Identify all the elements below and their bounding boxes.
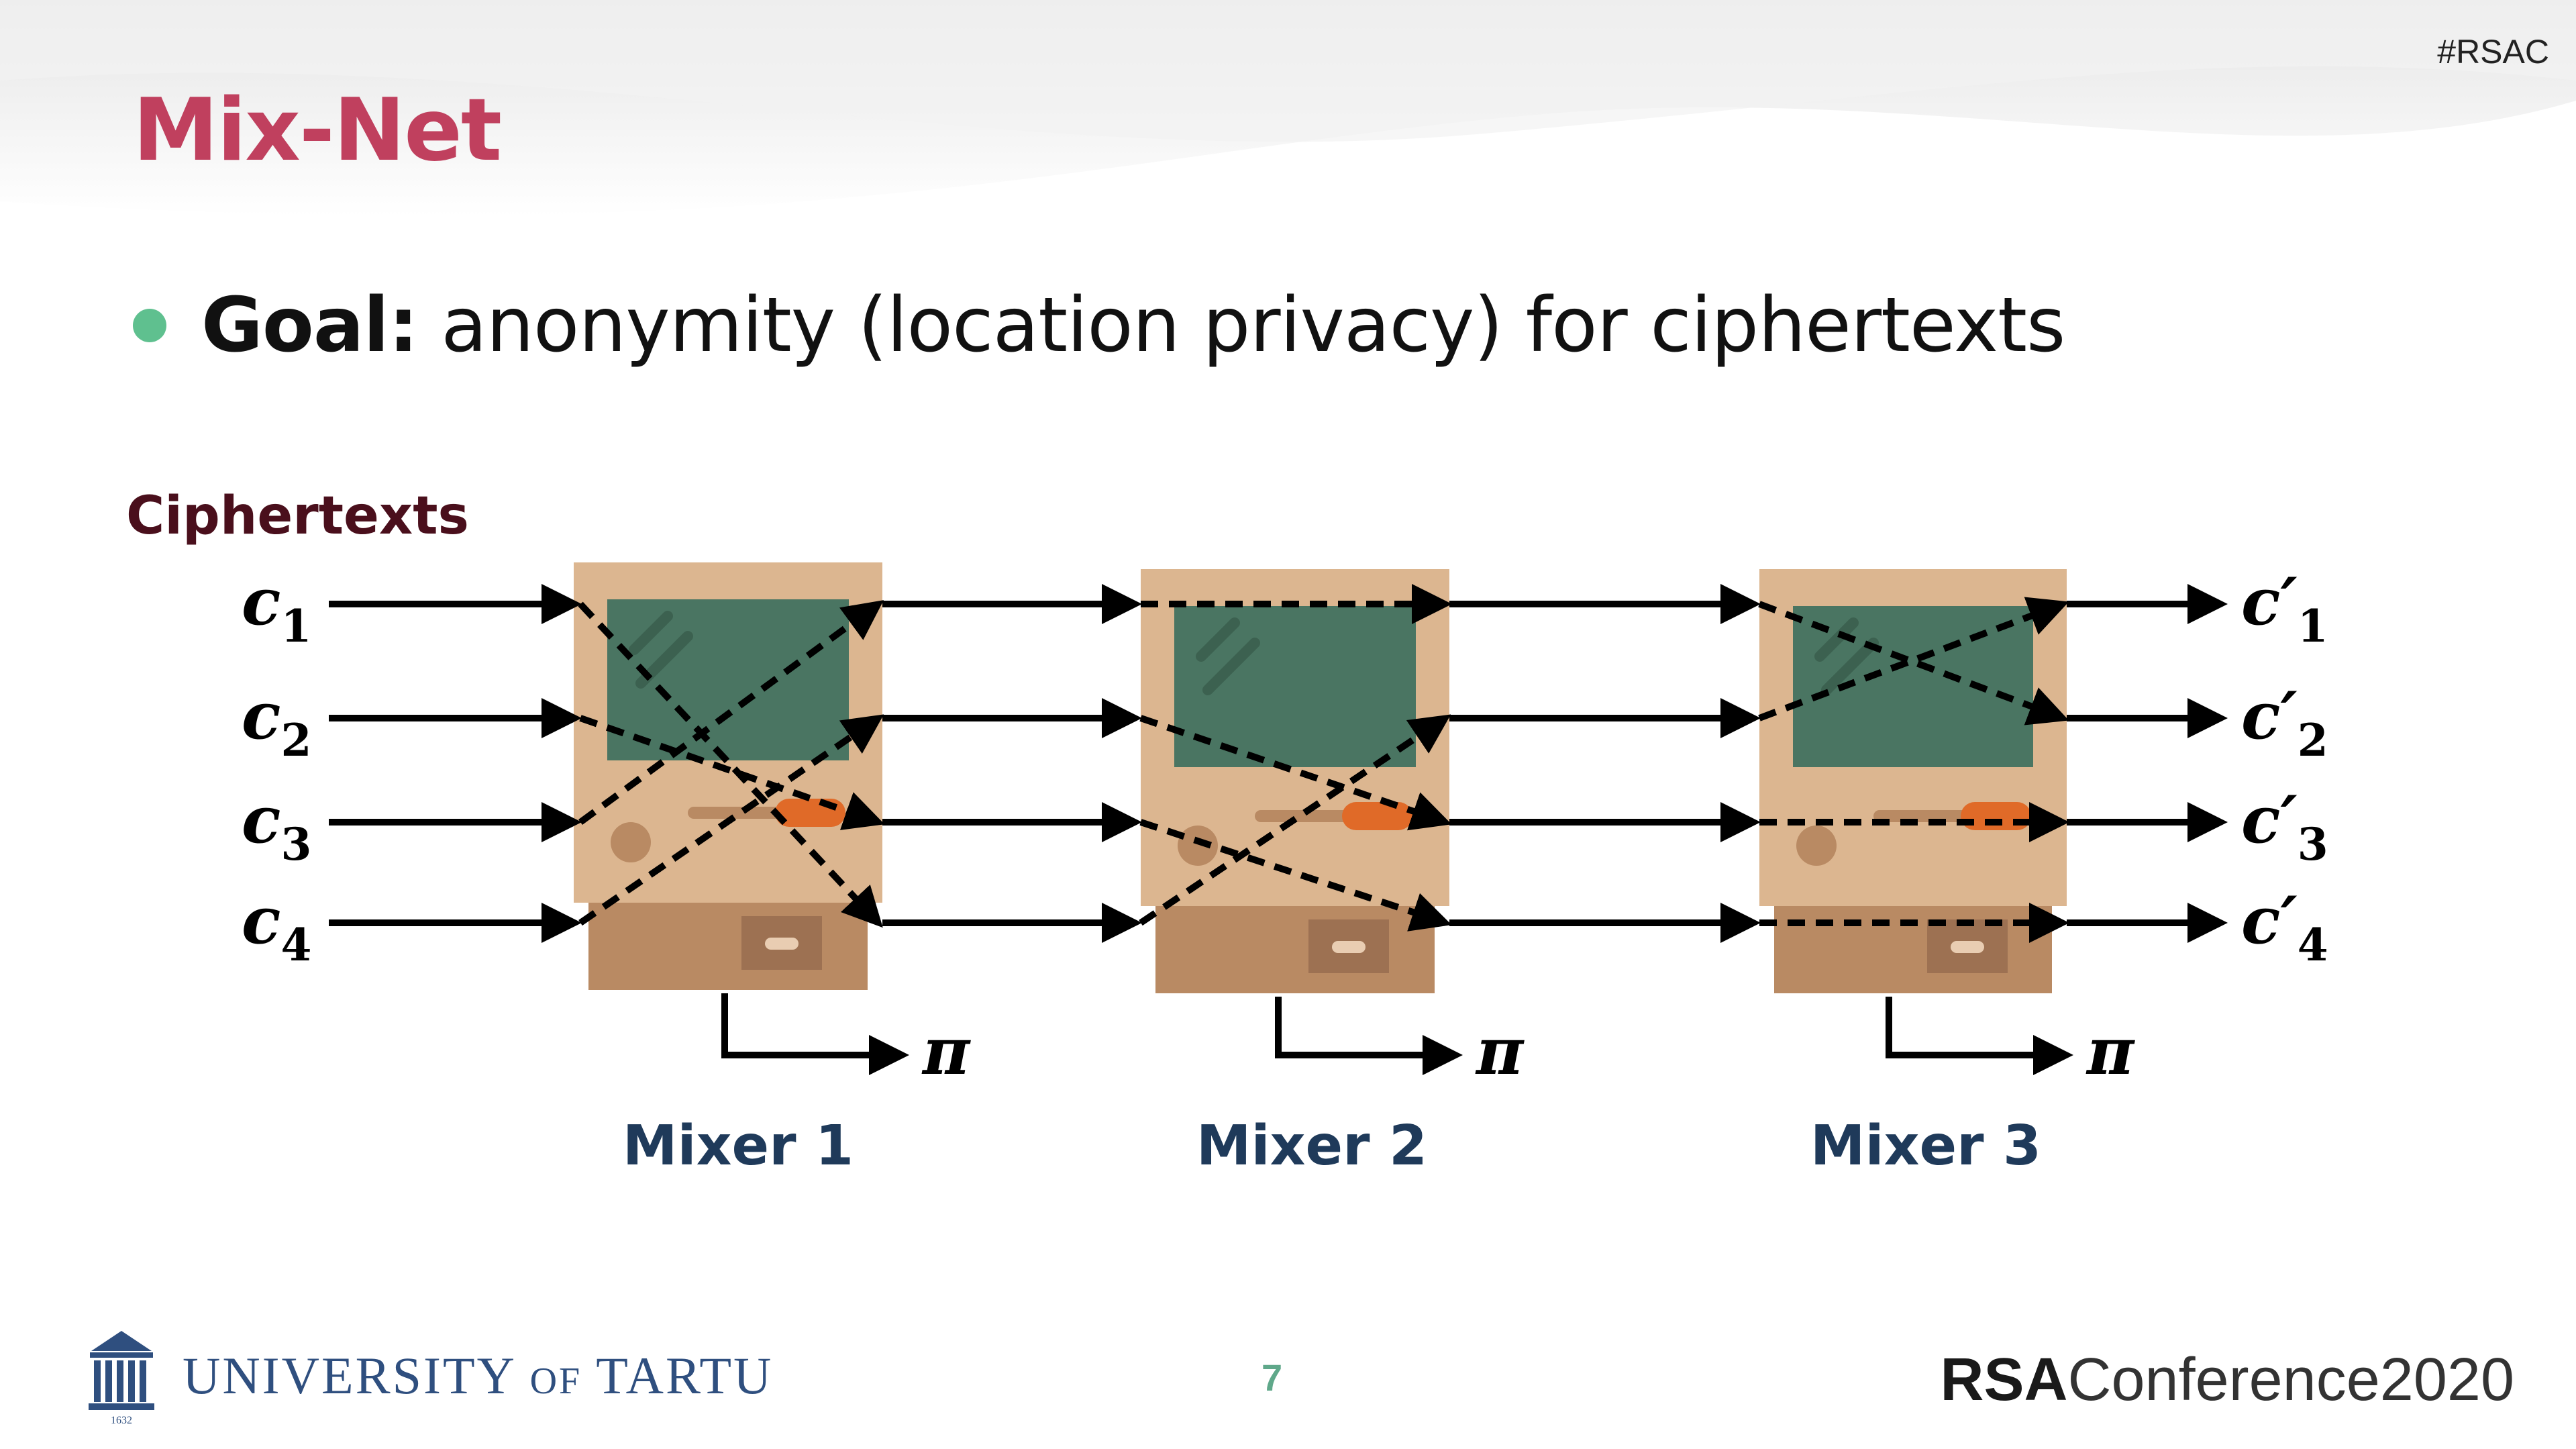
power-knob — [1796, 826, 1837, 866]
hashtag-label: #RSAC — [2437, 33, 2549, 70]
input-label-c2: c2 — [242, 678, 311, 766]
mixer-2-shuffle-line — [1139, 715, 1452, 831]
goal-description: anonymity (location privacy) for ciphert… — [417, 282, 2065, 369]
proof-arrow-1 — [721, 993, 909, 1075]
screen-glare — [1814, 617, 1859, 662]
proof-label-2: π — [1475, 1013, 1525, 1089]
screen-glare — [1196, 617, 1240, 662]
university-name-part2: TARTU — [582, 1346, 774, 1405]
orange-button — [1961, 802, 2031, 830]
mixer-1-shuffle-line — [578, 600, 884, 826]
orange-button — [775, 799, 845, 827]
ciphertexts-label: Ciphertexts — [126, 486, 469, 546]
mixer-1-computer-icon — [574, 562, 882, 990]
output-subscript: 3 — [2298, 818, 2328, 870]
university-name: UNIVERSITY OF TARTU — [183, 1346, 773, 1406]
goal-bullet: Goal: anonymity (location privacy) for c… — [133, 282, 2065, 369]
computer-base — [1774, 906, 2052, 993]
goal-text: Goal: anonymity (location privacy) for c… — [201, 282, 2065, 369]
rsa-brand-bold: RSA — [1940, 1346, 2068, 1413]
goal-label: Goal: — [201, 282, 419, 369]
output-subscript: 4 — [2298, 919, 2328, 971]
input-label-c3: c3 — [242, 782, 311, 870]
rsa-conference-logo: RSAConference2020 — [1940, 1346, 2514, 1415]
input-subscript: 4 — [280, 919, 311, 971]
input-subscript: 2 — [280, 714, 311, 766]
mixer-1-shuffle-line — [578, 714, 884, 926]
input-label-c4: c4 — [242, 883, 311, 971]
proof-label-3: π — [2085, 1013, 2135, 1089]
drawer-handle — [1332, 941, 1366, 953]
output-subscript: 1 — [2298, 600, 2328, 652]
mixer-2-shuffle-line — [1139, 819, 1452, 932]
bullet-dot-icon — [133, 309, 166, 342]
input-label-c1: c1 — [242, 564, 311, 652]
computer-base — [588, 903, 868, 990]
proof-arrow-2 — [1275, 997, 1463, 1075]
logo-year: 1632 — [111, 1415, 132, 1426]
slide-title: Mix-Net — [133, 81, 502, 181]
mixer-3-computer-icon — [1759, 569, 2067, 993]
mixer-label-3: Mixer 3 — [1810, 1114, 2041, 1178]
university-name-of: OF — [529, 1360, 582, 1402]
output-label-c4: c′4 — [2241, 883, 2328, 971]
output-subscript: 2 — [2298, 714, 2328, 766]
drawer-handle — [765, 938, 798, 950]
mixer-1-shuffle-line — [578, 601, 883, 928]
output-label-c1: c′1 — [2241, 564, 2328, 652]
university-logo: 1632 — [85, 1326, 158, 1430]
screen-glare — [1202, 638, 1260, 695]
university-building-icon: 1632 — [89, 1331, 154, 1426]
screen-glare — [1821, 638, 1879, 695]
screen-glare — [629, 611, 673, 655]
proof-label-1: π — [921, 1013, 971, 1089]
mixer-3-shuffle-line — [1758, 601, 2069, 726]
power-knob — [611, 822, 651, 862]
input-subscript: 1 — [280, 600, 311, 652]
output-label-c3: c′3 — [2241, 782, 2328, 870]
drawer-handle — [1951, 941, 1984, 953]
mixer-2-shuffle-line — [1139, 714, 1451, 926]
mixer-label-1: Mixer 1 — [623, 1114, 854, 1178]
mixer-2-computer-icon — [1141, 569, 1449, 993]
mixer-3-shuffle-line — [1758, 597, 2069, 721]
rsa-brand-light: Conference2020 — [2067, 1346, 2514, 1413]
mixer-label-2: Mixer 2 — [1196, 1114, 1427, 1178]
computer-base — [1155, 906, 1435, 993]
power-knob — [1178, 826, 1218, 866]
page-number: 7 — [1261, 1356, 1283, 1399]
orange-button — [1342, 802, 1412, 830]
proof-arrow-3 — [1886, 997, 2073, 1075]
input-subscript: 3 — [280, 818, 311, 870]
header-wave-decoration — [0, 0, 2576, 217]
mixer-1-shuffle-line — [579, 715, 885, 830]
output-label-c2: c′2 — [2241, 678, 2328, 766]
university-name-part1: UNIVERSITY — [183, 1346, 530, 1405]
